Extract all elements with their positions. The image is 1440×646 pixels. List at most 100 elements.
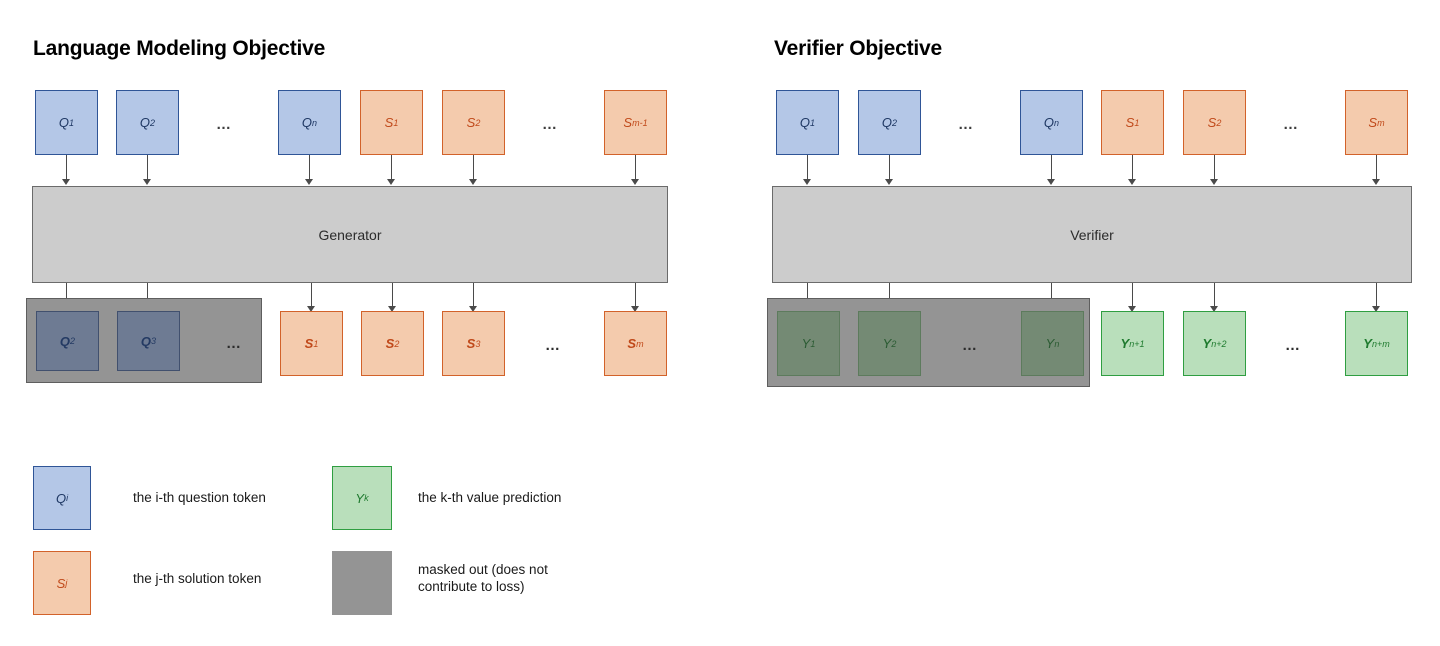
legend-text-masked: masked out (does not contribute to loss)	[418, 562, 548, 594]
token-label: S	[1207, 115, 1217, 130]
output-ellipsis-1-right: …	[962, 337, 978, 354]
token-subscript: n	[1054, 338, 1060, 349]
token-subscript: n+2	[1211, 338, 1227, 349]
token-label: S	[385, 336, 395, 351]
model-label: Generator	[318, 226, 382, 243]
token-label: Q	[58, 115, 70, 130]
legend-text-question: the i-th question token	[133, 490, 266, 505]
token-label: Q	[139, 115, 151, 130]
legend-swatch-masked	[332, 551, 392, 615]
token-label: Q	[1043, 115, 1055, 130]
legend-text-solution: the j-th solution token	[133, 571, 262, 586]
token-subscript: m	[636, 338, 644, 349]
token-subscript: 2	[1216, 117, 1222, 128]
legend-swatch-subscript: i	[66, 493, 69, 503]
token-subscript: 1	[1134, 117, 1140, 128]
legend-swatch-subscript: j	[65, 578, 68, 588]
token-subscript: 2	[891, 338, 897, 349]
token-label: S	[466, 115, 476, 130]
token-subscript: m	[1377, 117, 1385, 128]
input-ellipsis-2-left: …	[542, 116, 558, 133]
token-subscript: 3	[151, 336, 157, 346]
token-subscript: 1	[69, 117, 75, 128]
token-subscript: 2	[892, 117, 898, 128]
token-label: Q	[301, 115, 313, 130]
token-label: S	[1125, 115, 1135, 130]
output-ellipsis-2-right: …	[1285, 337, 1301, 354]
token-label: S	[627, 336, 637, 351]
input-ellipsis-1-right: …	[958, 116, 974, 133]
token-label: Q	[59, 333, 71, 349]
legend-swatch-subscript: k	[364, 493, 369, 503]
token-label: S	[466, 336, 476, 351]
token-label: Y	[1045, 336, 1055, 351]
model-block-generator: Generator	[32, 186, 668, 283]
token-subscript: 1	[313, 338, 319, 349]
legend-text-value: the k-th value prediction	[418, 490, 562, 505]
token-subscript: n	[1054, 117, 1060, 128]
legend-swatch-label: Y	[355, 490, 365, 506]
token-label: Y	[1363, 336, 1372, 351]
token-label: Q	[881, 115, 893, 130]
token-label: S	[384, 115, 394, 130]
token-label: Y	[801, 336, 811, 351]
panel-title-language-modeling: Language Modeling Objective	[33, 37, 326, 60]
token-subscript: n+1	[1129, 338, 1145, 349]
token-label: Y	[1120, 336, 1130, 351]
legend-swatch-label: S	[56, 575, 66, 591]
token-subscript: m-1	[632, 117, 648, 128]
token-label: Q	[140, 333, 152, 349]
token-label: S	[1368, 115, 1378, 130]
token-label: S	[304, 336, 314, 351]
token-subscript: 1	[810, 338, 816, 349]
input-ellipsis-2-right: …	[1283, 116, 1299, 133]
token-label: Y	[1202, 336, 1212, 351]
input-ellipsis-1-left: …	[216, 116, 232, 133]
token-subscript: 2	[394, 338, 400, 349]
token-subscript: n	[312, 117, 318, 128]
token-subscript: n+m	[1371, 338, 1390, 349]
panel-title-verifier: Verifier Objective	[774, 37, 942, 60]
token-subscript: 2	[70, 336, 76, 346]
output-ellipsis-1-left: …	[226, 335, 242, 352]
model-block-verifier: Verifier	[772, 186, 1412, 283]
token-subscript: 1	[810, 117, 816, 128]
output-ellipsis-2-left: …	[545, 337, 561, 354]
token-label: Y	[882, 336, 892, 351]
token-subscript: 1	[393, 117, 399, 128]
token-subscript: 2	[475, 117, 481, 128]
token-subscript: 3	[475, 338, 481, 349]
token-label: S	[623, 115, 633, 130]
model-label: Verifier	[1070, 226, 1114, 243]
token-label: Q	[799, 115, 811, 130]
token-subscript: 2	[150, 117, 156, 128]
